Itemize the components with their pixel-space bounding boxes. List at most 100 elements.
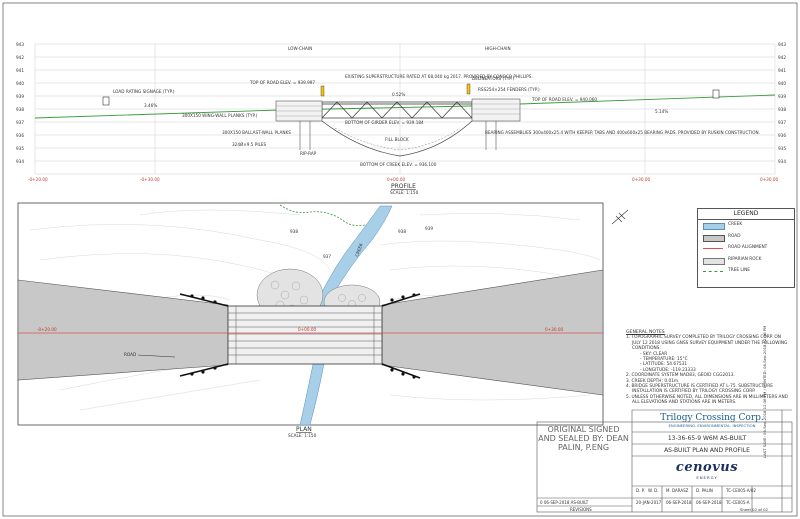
low-chain-label: LOW-CHAIN <box>288 46 312 51</box>
callout-girder: BOTTOM OF GIRDER ELEV. = 939.184 <box>345 120 424 125</box>
elev-label: 942 <box>16 55 24 60</box>
note-condition: - LATITUDE: 54.67531 <box>640 362 688 368</box>
chainage-label: 0+30.00 <box>632 177 650 182</box>
bridge-deck <box>227 305 383 365</box>
note-item: 1. TOPOGRAPHIC SURVEY COMPLETED BY TRILO… <box>626 335 788 352</box>
elev-label: 935 <box>16 146 24 151</box>
profile-grid <box>34 43 776 175</box>
date-cell: TC-CE005-A <box>726 500 750 505</box>
alignment-swatch <box>703 248 723 249</box>
legend-label: RIPARIAN ROCK <box>728 256 762 262</box>
elev-label: 939 <box>778 94 786 99</box>
legend-label: ROAD ALIGNMENT <box>728 245 768 250</box>
right-abutment <box>471 98 521 122</box>
legend-label: ROAD <box>728 233 741 239</box>
side-stamp: LAST SAVE: 06-Sep-2018 12:36 PM / PRINTE… <box>762 325 767 458</box>
contour-label: 938 <box>290 229 298 234</box>
elev-labels-left: 943 942 941 940 939 938 937 936 935 934 <box>16 42 24 164</box>
callout-wing-wall: 300X150 WING-WALL PLANKS (TYP.) <box>182 113 258 118</box>
elev-label: 938 <box>16 107 24 112</box>
abutment-planks <box>276 103 520 117</box>
notes-heading: GENERAL NOTES <box>626 330 665 335</box>
callout-ballast-wall: 300X150 BALLAST-WALL PLANKS <box>222 130 291 135</box>
engineer-seal: ORIGINAL SIGNED AND SEALED BY: DEAN PALI… <box>538 425 629 452</box>
legend-item-creek: CREEK <box>698 220 794 232</box>
profile-title: PROFILE <box>391 183 416 190</box>
chainage-label: 0+00.00 <box>387 177 405 182</box>
sign-cell: M. DARASZ <box>666 488 689 493</box>
contour-label: 937 <box>323 254 331 259</box>
callout-creek-bottom: BOTTOM OF CREEK ELEV. = 936.100 <box>360 162 437 167</box>
legend-item-riparian-rock: RIPARIAN ROCK <box>698 255 794 267</box>
creek-swatch <box>703 223 725 230</box>
elev-label: 936 <box>778 133 786 138</box>
location-title: 13-36-65-9 W6M AS-BUILT <box>667 435 747 442</box>
revisions-label: REVISIONS <box>570 507 592 512</box>
plan-title: PLAN <box>296 426 312 433</box>
callout-delineators: DELINEATORS (TYP.) <box>472 76 514 81</box>
elev-label: 934 <box>16 159 24 164</box>
elev-label: 940 <box>778 81 786 86</box>
ground-line <box>34 94 776 119</box>
company-tagline: ENGINEERING. ENVIRONMENTAL. INSPECTION <box>668 423 756 428</box>
callout-riprap: RIP-RAP <box>300 151 317 156</box>
note-condition: - TEMPERATURE: 15°C <box>640 357 688 363</box>
callout-load-rating: LOAD RATING SIGNAGE (TYP.) <box>113 89 175 94</box>
note-item: 3. CREEK DEPTH: 0.01m. <box>626 378 680 384</box>
profile-scale: SCALE: 1:150 <box>390 190 419 195</box>
chainage-label: 0+30.00 <box>760 177 778 182</box>
company-name: Trilogy Crossing Corp. <box>660 413 764 423</box>
profile-view: 943 942 941 940 939 938 937 936 935 934 … <box>16 42 786 195</box>
high-chain-label: HIGH-CHAIN <box>485 46 511 51</box>
callout-piles: 324Ø×9.5 PILES <box>232 142 267 147</box>
date-cell: 06-SEP-2018 <box>666 500 692 505</box>
company-block: Trilogy Crossing Corp. ENGINEERING. ENVI… <box>645 413 779 428</box>
note-item: 4. BRIDGE SUPERSTRUCTURE IS CERTIFIED AT… <box>626 384 773 395</box>
legend-item-road-alignment: ROAD ALIGNMENT <box>698 243 794 255</box>
client-name: cenovus <box>675 460 739 475</box>
legend-label: TREE LINE <box>728 268 750 273</box>
elev-label: 942 <box>778 55 786 60</box>
plan-view: -0+20.00 0+00.00 0+30.00 ROAD CREEK 938 … <box>17 202 629 438</box>
elev-label: 940 <box>16 81 24 86</box>
deck-planks <box>228 306 382 364</box>
legend: LEGEND CREEK ROAD ROAD ALIGNMENT RIPARIA… <box>697 208 795 288</box>
elev-label: 937 <box>778 120 786 125</box>
contour-label: 939 <box>425 226 433 231</box>
date-cell: 06-SEP-2018 <box>696 500 722 505</box>
sign-cell: D. PALIN <box>696 488 713 493</box>
plan-road-label: ROAD <box>124 352 136 357</box>
client-logo: cenovus ENERGY <box>634 460 780 480</box>
tree-swatch <box>703 271 723 272</box>
callout-top-road-left: TOP OF ROAD ELEV. = 939.997 <box>249 80 315 85</box>
elev-label: 937 <box>16 120 24 125</box>
sign-cell: TC-CE005-A/02 <box>726 488 756 493</box>
drawing-title: AS-BUILT PLAN AND PROFILE <box>664 447 750 454</box>
callout-top-road-right: TOP OF ROAD ELEV. = 940.060 <box>531 97 597 102</box>
rock-swatch <box>703 257 725 265</box>
legend-item-road: ROAD <box>698 232 794 244</box>
elev-label: 934 <box>778 159 786 164</box>
elev-label: 935 <box>778 146 786 151</box>
slope-left: 3.46% <box>144 103 157 108</box>
plan-chainage-label: 0+30.00 <box>545 327 563 332</box>
plan-scale: SCALE: 1:150 <box>288 433 317 438</box>
elev-label: 938 <box>778 107 786 112</box>
note-condition: - LONGITUDE: -119.23333 <box>640 367 696 373</box>
revision-row: 0 06-SEP-2018 AS-BUILT <box>540 500 589 505</box>
callout-bearing: BEARING ASSEMBLIES 300x400x25.4 WITH KEE… <box>485 130 760 135</box>
date-cell: 20-JAN-2017 <box>636 500 662 505</box>
contour-label: 938 <box>398 229 406 234</box>
piles <box>299 121 497 150</box>
title-block-frame <box>536 409 793 513</box>
delineator-right <box>466 83 471 95</box>
callout-superstructure: EXISTING SUPERSTRUCTURE RATED AT 68,040 … <box>345 74 533 79</box>
plan-creek-label: CREEK <box>354 242 364 257</box>
legend-title: LEGEND <box>698 209 794 220</box>
note-item: 2. COORDINATE SYSTEM NAD83, GEOID CGG201… <box>626 373 735 379</box>
chainage-label: -0+30.00 <box>140 177 160 182</box>
elev-label: 941 <box>778 68 786 73</box>
callout-fill: FILL BLOCK <box>385 137 409 142</box>
